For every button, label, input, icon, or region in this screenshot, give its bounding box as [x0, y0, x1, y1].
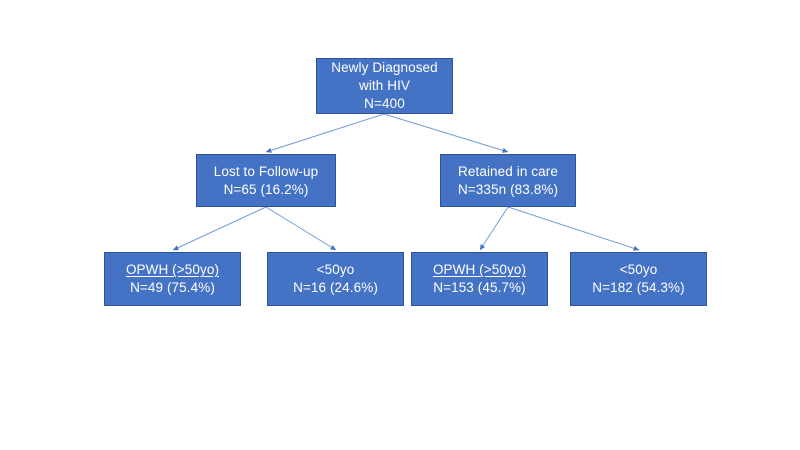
node-line: Newly Diagnosed: [331, 60, 438, 76]
node-lost-to-follow-up[interactable]: Lost to Follow-up N=65 (16.2%): [196, 154, 336, 207]
node-line: <50yo: [316, 262, 355, 278]
node-line: <50yo: [619, 262, 658, 278]
node-line: OPWH (>50yo): [125, 262, 220, 278]
edge-retained-to-under50: [507, 206, 640, 251]
node-newly-diagnosed[interactable]: Newly Diagnosed with HIV N=400: [316, 58, 453, 114]
node-line: OPWH (>50yo): [432, 262, 527, 278]
node-retained-in-care[interactable]: Retained in care N=335n (83.8%): [440, 154, 576, 207]
node-line: N=16 (24.6%): [293, 280, 378, 295]
node-line: N=335n (83.8%): [457, 181, 559, 197]
node-line: with HIV: [358, 78, 411, 94]
node-lost-opwh-over50[interactable]: OPWH (>50yo) N=49 (75.4%): [104, 252, 241, 306]
node-line: Retained in care: [458, 163, 558, 179]
node-retained-opwh-over50[interactable]: OPWH (>50yo) N=153 (45.7%): [411, 252, 548, 306]
edge-retained-to-opwh: [479, 206, 509, 251]
node-line: N=182 (54.3%): [592, 280, 685, 295]
edge-root-to-retained: [383, 113, 509, 153]
edge-lost-to-opwh: [172, 206, 267, 251]
node-line: N=49 (75.4%): [130, 280, 215, 295]
node-line: N=400: [364, 95, 405, 111]
edge-root-to-lost: [265, 113, 385, 153]
node-line: N=153 (45.7%): [433, 280, 526, 295]
node-lost-under50[interactable]: <50yo N=16 (24.6%): [267, 252, 404, 306]
edge-lost-to-under50: [265, 206, 337, 251]
node-line: N=65 (16.2%): [223, 181, 309, 197]
node-line: Lost to Follow-up: [213, 163, 319, 179]
node-retained-under50[interactable]: <50yo N=182 (54.3%): [570, 252, 707, 306]
